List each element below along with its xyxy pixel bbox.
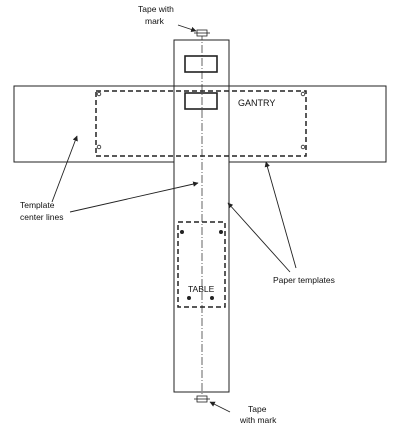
tape-bottom-label-line1: Tape xyxy=(248,404,267,414)
gantry-template-hole xyxy=(96,144,102,150)
gantry-template-hole xyxy=(96,91,102,97)
arrow-tape-bottom xyxy=(209,401,231,413)
tape-top-label-line1: Tape with xyxy=(138,4,174,14)
table-template-hole xyxy=(180,230,184,234)
tape-top-label-line2: mark xyxy=(145,16,165,26)
tape-mark-top xyxy=(194,29,210,37)
gantry-template-hole xyxy=(300,144,306,150)
table-paper-template xyxy=(177,221,226,308)
gantry-label: GANTRY xyxy=(238,98,275,108)
table-label: TABLE xyxy=(188,284,215,294)
tape-bottom-label-line2: with mark xyxy=(239,415,277,425)
arrow-tape-top xyxy=(177,24,197,33)
gantry-window xyxy=(184,92,218,110)
template-center-label-line1: Template xyxy=(20,200,55,210)
upper-window xyxy=(184,55,218,73)
table-template-hole xyxy=(187,296,191,300)
arrow-center-line-gantry xyxy=(51,135,78,203)
paper-templates-label: Paper templates xyxy=(273,275,335,285)
gantry-paper-template xyxy=(95,90,307,157)
arrow-paper-template-gantry xyxy=(264,161,297,269)
table-template-hole xyxy=(210,296,214,300)
table-template-hole xyxy=(219,230,223,234)
arrow-center-line-table xyxy=(69,181,199,213)
gantry-template-hole xyxy=(300,91,306,97)
arrow-paper-template-table xyxy=(227,202,291,273)
tape-mark-bottom xyxy=(194,395,210,403)
template-center-label-line2: center lines xyxy=(20,212,63,222)
